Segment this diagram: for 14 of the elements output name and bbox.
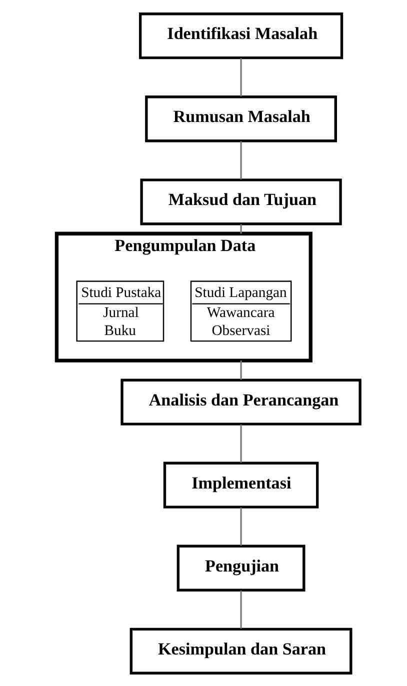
connector bbox=[240, 424, 242, 462]
connector bbox=[240, 590, 242, 628]
connector bbox=[240, 360, 242, 380]
node-box: Analisis dan Perancangan bbox=[120, 378, 362, 425]
connector bbox=[240, 507, 242, 546]
node-box: Kesimpulan dan Saran bbox=[130, 627, 352, 674]
node-box: Pengujian bbox=[176, 544, 306, 591]
node-box: Maksud dan Tujuan bbox=[140, 178, 342, 225]
connector bbox=[240, 140, 242, 179]
connector bbox=[240, 58, 242, 96]
node-box: Rumusan Masalah bbox=[145, 95, 337, 142]
node-box: Identifikasi Masalah bbox=[138, 12, 344, 59]
node-box: Implementasi bbox=[163, 461, 319, 508]
connector bbox=[240, 224, 242, 234]
